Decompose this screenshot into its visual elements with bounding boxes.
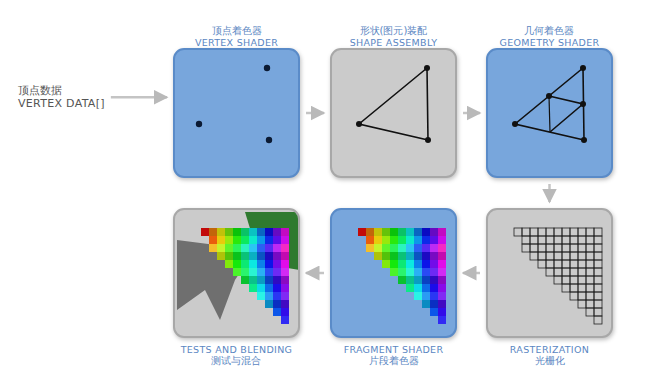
stage-panel bbox=[330, 48, 457, 178]
flow-arrow bbox=[463, 112, 480, 115]
pipeline-stage: 顶点着色器VERTEX SHADER bbox=[173, 12, 300, 178]
stage-name-en: FRAGMENT SHADER bbox=[344, 344, 444, 355]
input-label: 顶点数据VERTEX DATA[] bbox=[18, 84, 105, 110]
stage-panel bbox=[173, 48, 300, 178]
stage-panel bbox=[486, 48, 613, 178]
stage-illustration bbox=[332, 210, 455, 336]
flow-arrow bbox=[111, 96, 167, 99]
stage-name-zh: 顶点数据 bbox=[18, 84, 62, 97]
pipeline-stage: TESTS AND BLENDING测试与混合 bbox=[173, 208, 300, 367]
pipeline-stage: RASTERIZATION光栅化 bbox=[486, 208, 613, 367]
pipeline-stage: FRAGMENT SHADER片段着色器 bbox=[330, 208, 457, 367]
stage-illustration bbox=[488, 210, 611, 336]
stage-name-zh: 几何着色器 bbox=[500, 25, 600, 37]
flow-arrow bbox=[548, 184, 551, 202]
stage-name-en: SHAPE ASSEMBLY bbox=[350, 37, 438, 48]
stage-name-zh: 顶点着色器 bbox=[195, 25, 278, 37]
stage-panel bbox=[330, 208, 457, 338]
stage-panel bbox=[486, 208, 613, 338]
stage-name-en: GEOMETRY SHADER bbox=[500, 37, 600, 48]
stage-illustration bbox=[175, 210, 298, 336]
stage-name-zh: 片段着色器 bbox=[344, 355, 444, 367]
stage-name-en: VERTEX DATA[] bbox=[18, 97, 105, 110]
stage-panel bbox=[173, 208, 300, 338]
flow-arrow bbox=[306, 272, 324, 275]
stage-name-en: RASTERIZATION bbox=[510, 344, 589, 355]
stage-name-zh: 形状(图元)装配 bbox=[350, 25, 438, 37]
stage-name-en: TESTS AND BLENDING bbox=[181, 344, 293, 355]
stage-illustration bbox=[488, 50, 611, 176]
stage-illustration bbox=[332, 50, 455, 176]
stage-name-zh: 光栅化 bbox=[510, 355, 589, 367]
stage-name-en: VERTEX SHADER bbox=[195, 37, 278, 48]
pipeline-stage: 形状(图元)装配SHAPE ASSEMBLY bbox=[330, 12, 457, 178]
flow-arrow bbox=[306, 112, 324, 115]
stage-name-zh: 测试与混合 bbox=[181, 355, 293, 367]
stage-illustration bbox=[175, 50, 298, 176]
flow-arrow bbox=[463, 272, 480, 275]
pipeline-stage: 几何着色器GEOMETRY SHADER bbox=[486, 12, 613, 178]
